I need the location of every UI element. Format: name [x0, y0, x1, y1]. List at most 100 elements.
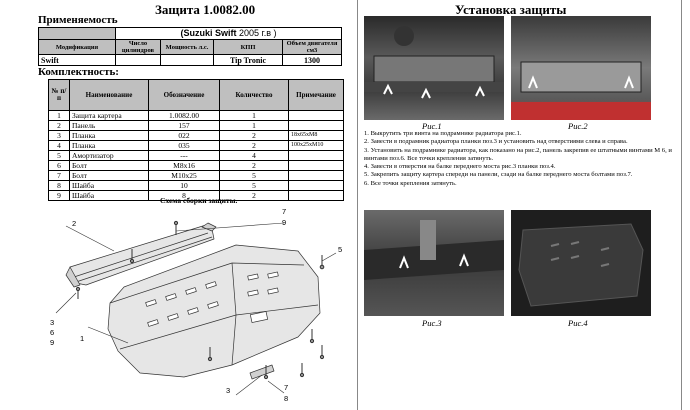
kit-cell: 6: [48, 160, 70, 171]
kit-cell: 2: [219, 130, 289, 141]
caption-fig-2: Рис.2: [568, 121, 588, 131]
kit-cell: 1: [48, 110, 70, 121]
kit-cell: 022: [148, 130, 220, 141]
callout-3-bottom: 3: [226, 386, 231, 395]
kit-cell: Защита картера: [69, 110, 149, 121]
caption-fig-3: Рис.3: [422, 318, 442, 328]
page-right-border: [681, 0, 682, 410]
callout-6: 6: [50, 328, 55, 337]
scheme-title: Схема сборки защиты.: [160, 196, 238, 205]
kit-cell: [288, 160, 344, 171]
instruction-step-5: 5. Закрепить защиту картера спереди на п…: [364, 171, 633, 179]
kit-cell: [288, 110, 344, 121]
col-engine-volume: Объем двигателя см3: [282, 39, 342, 55]
engine-volume-value: 1300: [282, 54, 342, 66]
kit-cell: [288, 170, 344, 181]
kit-cell: [288, 190, 344, 201]
install-heading: Установка защиты: [455, 2, 567, 17]
photo-1: [364, 16, 504, 120]
kit-table: № п/п Наименование Обозначение Количеств…: [48, 79, 344, 201]
applicability-model-banner: (Suzuki Swift 2005 г.в ): [115, 27, 342, 40]
caption-fig-4: Рис.4: [568, 318, 588, 328]
kit-cell: 1: [219, 110, 289, 121]
kit-cell: 1: [219, 120, 289, 131]
kit-col-name: Наименование: [69, 79, 149, 111]
kit-cell: 4: [219, 150, 289, 161]
kit-cell: Болт: [69, 160, 149, 171]
col-cylinders: Число цилиндров: [115, 39, 161, 55]
photo-3: [364, 210, 504, 316]
instruction-step-6: 6. Все точки крепления затянуть.: [364, 179, 457, 187]
kit-col-quantity: Количество: [219, 79, 289, 111]
caption-fig-1: Рис.1: [422, 121, 442, 131]
kit-cell: ---: [148, 150, 220, 161]
kit-cell: 9: [48, 190, 70, 201]
bracket-left: [65, 266, 81, 288]
kit-cell: 100х25хМ10: [288, 140, 344, 151]
kit-cell: 035: [148, 140, 220, 151]
power-value: [160, 54, 214, 66]
install-instructions: 1. Выкрутить три винта на подрамнике рад…: [364, 130, 680, 188]
photo-1-detail: [364, 26, 504, 99]
kit-cell: 4: [48, 140, 70, 151]
applicability-table: (Suzuki Swift 2005 г.в ) Модификация Чис…: [38, 27, 342, 66]
cylinders-value: [115, 54, 161, 66]
kit-cell: 3: [48, 130, 70, 141]
kit-cell: [288, 120, 344, 131]
kit-cell: 18х65хМ8: [288, 130, 344, 141]
assembly-scheme-drawing: [55, 220, 337, 396]
kit-cell: Планка: [69, 130, 149, 141]
instruction-step-2: 2. Завести в подрамник радиатора планки …: [364, 138, 628, 146]
kit-cell: 1.0082.00: [148, 110, 220, 121]
kit-cell: 5: [219, 180, 289, 191]
kit-cell: 2: [219, 160, 289, 171]
kit-cell: Шайба: [69, 180, 149, 191]
kit-cell: 8: [48, 180, 70, 191]
callout-1: 1: [80, 334, 85, 343]
kit-cell: Шайба: [69, 190, 149, 201]
model-brand: Suzuki Swift: [183, 28, 237, 38]
callout-7-top: 7: [282, 207, 287, 216]
model-year: 2005 г.в ): [236, 28, 277, 38]
kit-cell: Болт: [69, 170, 149, 181]
lower-strip-part: [249, 364, 275, 380]
kit-cell: 2: [48, 120, 70, 131]
callout-3-left: 3: [50, 318, 55, 327]
photo-2: [511, 16, 651, 120]
photo-4-detail: [518, 223, 644, 307]
kit-col-note: Примечание: [288, 79, 344, 111]
col-modification: Модификация: [38, 39, 116, 55]
document-title: Защита 1.0082.00: [155, 2, 256, 17]
kit-cell: Планка: [69, 140, 149, 151]
callout-9-left: 9: [50, 338, 55, 347]
kit-cell: 10: [148, 180, 220, 191]
callout-7-bottom: 7: [284, 383, 289, 392]
kit-cell: Амортизатор: [69, 150, 149, 161]
kit-cell: [288, 180, 344, 191]
page-divider: [357, 0, 358, 410]
modification-value: Swift: [38, 54, 116, 66]
applicability-heading: Применяемость: [38, 14, 118, 26]
instruction-step-1: 1. Выкрутить три винта на подрамнике рад…: [364, 130, 522, 137]
callout-5: 5: [338, 245, 343, 254]
kit-col-number: № п/п: [48, 79, 70, 111]
kit-cell: М10х25: [148, 170, 220, 181]
photo-3-detail: [364, 220, 504, 280]
kit-cell: Панель: [69, 120, 149, 131]
instruction-step-4: 4. Завести в отверстия на балке переднег…: [364, 163, 556, 171]
bracket-right: [201, 222, 217, 232]
callout-9-top: 9: [282, 218, 287, 227]
kit-cell: 7: [48, 170, 70, 181]
kit-col-designation: Обозначение: [148, 79, 220, 111]
instruction-step-3: 3. Установить на подрамнике радиатора, к…: [364, 146, 672, 162]
kit-cell: М8х16: [148, 160, 220, 171]
